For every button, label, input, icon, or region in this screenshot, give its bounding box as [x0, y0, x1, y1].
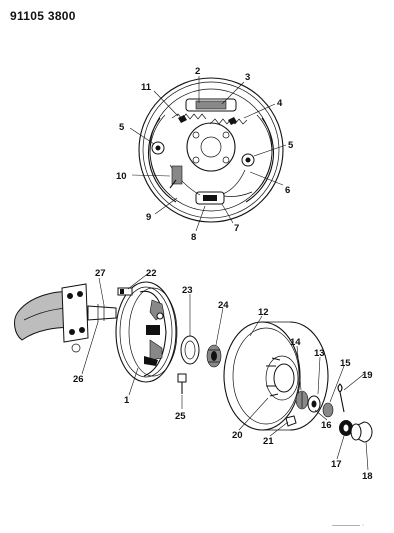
callout-17: 17 — [331, 459, 342, 470]
bearing-24 — [206, 344, 222, 368]
lug-nut-21 — [285, 415, 297, 427]
callout-23: 23 — [182, 285, 193, 296]
callout-6: 6 — [285, 185, 290, 196]
callout-12: 12 — [258, 307, 269, 318]
callout-4: 4 — [277, 98, 283, 109]
dust-cap-18 — [350, 421, 373, 443]
callout-1: 1 — [124, 395, 130, 406]
callout-5b: 5 — [288, 140, 294, 151]
callout-24: 24 — [218, 300, 229, 311]
callout-9: 9 — [146, 212, 151, 223]
callout-27: 27 — [95, 268, 106, 279]
brake-drum-12 — [223, 321, 329, 431]
callout-3: 3 — [245, 72, 250, 83]
callout-14: 14 — [290, 337, 301, 348]
callout-5a: 5 — [119, 122, 125, 133]
callout-26: 26 — [73, 374, 84, 385]
callout-10: 10 — [116, 171, 127, 182]
callout-16: 16 — [321, 420, 332, 431]
bolt-25 — [177, 373, 187, 394]
footer-mark: ———— · — [332, 522, 364, 529]
callout-25: 25 — [175, 411, 186, 422]
callout-15: 15 — [340, 358, 351, 369]
callout-8: 8 — [191, 232, 196, 243]
brake-backing-plate-assembly — [138, 77, 284, 223]
callout-18: 18 — [362, 471, 373, 482]
callout-2: 2 — [195, 66, 200, 77]
callout-22: 22 — [146, 268, 157, 279]
callout-20: 20 — [232, 430, 243, 441]
outer-bearing-parts — [295, 390, 353, 436]
callout-19: 19 — [362, 370, 373, 381]
callout-labels: 1 2 3 4 5 5 6 7 8 9 10 11 12 13 14 15 16… — [73, 66, 373, 482]
axle-housing — [14, 283, 117, 353]
document-code: 91105 3800 — [10, 9, 76, 23]
callout-13: 13 — [314, 348, 325, 359]
callout-11: 11 — [141, 82, 152, 93]
wheel-stud — [117, 287, 133, 296]
backing-plate-lower — [115, 281, 178, 383]
cotter-pin-19 — [337, 383, 345, 413]
seal-23 — [180, 335, 200, 365]
callout-7: 7 — [234, 223, 239, 234]
callout-21: 21 — [263, 436, 274, 447]
leader-lines — [81, 76, 369, 471]
